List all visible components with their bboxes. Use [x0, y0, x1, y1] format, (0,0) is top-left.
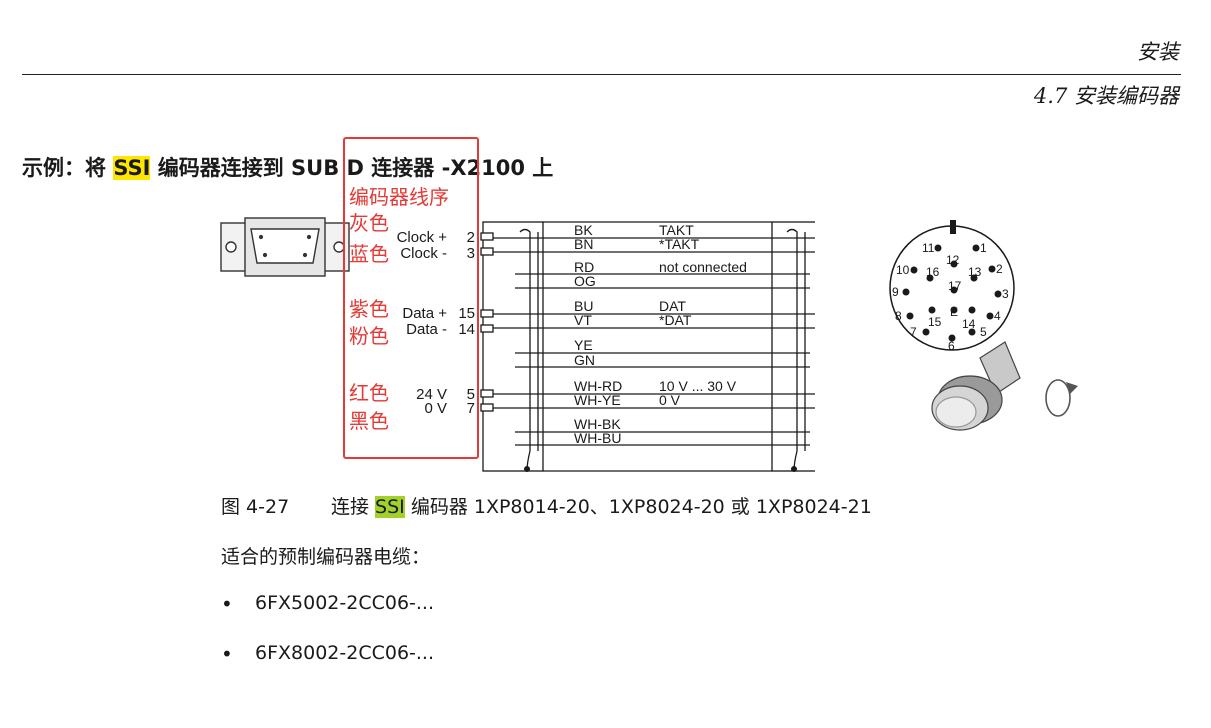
wire-signal: 10 V ... 30 V [659, 378, 737, 394]
pin-label: 17 [948, 279, 962, 293]
wire-color: RD [574, 259, 594, 275]
annotation-heading: 编码器线序 [349, 185, 449, 209]
left-pin-number: 5 [467, 386, 475, 403]
pin-label: 12 [946, 253, 960, 267]
example-title-suffix: 编码器连接到 SUB D 连接器 -X2100 上 [150, 156, 554, 180]
annotation-box [343, 137, 479, 459]
wire-signal: 0 V [659, 392, 681, 408]
example-title-prefix: 示例：将 [22, 156, 114, 180]
pin-label: 11 [922, 241, 935, 255]
pin-label: 1 [980, 241, 987, 255]
annotation-color-red: 红色 [349, 381, 389, 405]
cable-list: • 6FX5002-2CC06-... • 6FX8002-2CC06-... [221, 592, 434, 692]
header-divider [22, 74, 1181, 75]
left-signal-label: 24 V [416, 386, 447, 403]
annotation-color-pink: 粉色 [349, 324, 389, 348]
left-signal-label: 0 V [424, 400, 447, 417]
wire-signal: DAT [659, 298, 686, 314]
left-signal-label: Clock - [400, 245, 447, 262]
pin-label: 7 [910, 325, 917, 339]
caption-highlight: SSI [375, 496, 405, 518]
left-pin-number: 2 [467, 229, 475, 246]
figure-number: 图 4-27 [221, 496, 290, 518]
pin-label: 16 [926, 265, 940, 279]
connector-pin-labels: 1 2 3 4 5 6 7 8 9 10 11 12 13 14 15 16 1… [892, 241, 1009, 353]
wire-color: WH-BK [574, 416, 621, 432]
pin-label: 3 [1002, 287, 1009, 301]
encoder-body-icon [931, 341, 1021, 431]
bullet-marker: • [221, 592, 233, 616]
list-item: • 6FX8002-2CC06-... [221, 642, 434, 692]
round-connector-pinout: 1 2 3 4 5 6 7 8 9 10 11 12 13 14 15 16 1… [889, 220, 1021, 431]
wire-color: GN [574, 352, 595, 368]
wire-signal: not connected [659, 259, 747, 275]
pin-label: 4 [994, 309, 1001, 323]
annotation-color-blue: 蓝色 [349, 242, 389, 266]
rotation-arrow-icon [1045, 379, 1078, 417]
body-paragraph: 适合的预制编码器电缆： [221, 546, 431, 568]
pin-label: E [950, 305, 958, 319]
wire-signal: TAKT [659, 222, 694, 238]
pin-label: 9 [892, 285, 899, 299]
pin-label: 14 [962, 317, 976, 331]
list-item-text: 6FX5002-2CC06-... [255, 592, 435, 614]
wire-signal: *DAT [659, 312, 692, 328]
chapter-header: 安装 [1137, 40, 1179, 64]
list-item-text: 6FX8002-2CC06-... [255, 642, 435, 664]
left-signal-label: Data + [402, 305, 447, 322]
pin-label: 5 [980, 325, 987, 339]
ground-dot [524, 466, 530, 472]
left-pin-number: 14 [458, 321, 475, 338]
section-header: 4.7 安装编码器 [1033, 84, 1179, 108]
bullet-marker: • [221, 642, 233, 666]
ground-dot [791, 466, 797, 472]
left-pin-number: 7 [467, 400, 475, 417]
wire-color: BN [574, 236, 593, 252]
left-signal-label: Clock + [397, 229, 448, 246]
caption-suffix: 编码器 1XP8014-20、1XP8024-20 或 1XP8024-21 [404, 496, 872, 518]
annotation-color-gray: 灰色 [349, 211, 389, 235]
wire-color: VT [574, 312, 592, 328]
pin-label: 6 [948, 339, 955, 353]
caption-prefix: 连接 [331, 496, 376, 518]
pin-label: 15 [928, 315, 942, 329]
example-title: 示例：将 SSI 编码器连接到 SUB D 连接器 -X2100 上 [22, 152, 553, 182]
example-title-highlight: SSI [113, 156, 151, 180]
wiring-diagram: Clock + 2 Clock - 3 Data + 15 Data - 14 … [220, 217, 815, 472]
connector-pin-dots [902, 244, 1002, 342]
list-item: • 6FX5002-2CC06-... [221, 592, 434, 642]
annotation-color-purple: 紫色 [349, 297, 389, 321]
cable-lines [480, 221, 815, 472]
wire-color: OG [574, 273, 596, 289]
wire-color: WH-RD [574, 378, 622, 394]
left-signal-label: Data - [406, 321, 447, 338]
wire-color: BK [574, 222, 593, 238]
wire-color: YE [574, 337, 593, 353]
wire-signal: *TAKT [659, 236, 700, 252]
figure-caption: 图 4-27 连接 SSI 编码器 1XP8014-20、1XP8024-20 或… [221, 492, 872, 519]
left-pin-number: 3 [467, 245, 475, 262]
subd-connector-icon [220, 217, 350, 277]
pin-label: 8 [895, 309, 902, 323]
wire-color: WH-YE [574, 392, 621, 408]
annotation-color-black: 黑色 [349, 409, 389, 433]
wire-color: WH-BU [574, 430, 621, 446]
pin-label: 13 [968, 265, 982, 279]
pin-label: 10 [896, 263, 910, 277]
pin-label: 2 [996, 262, 1003, 276]
wire-color: BU [574, 298, 593, 314]
left-pin-number: 15 [458, 305, 475, 322]
